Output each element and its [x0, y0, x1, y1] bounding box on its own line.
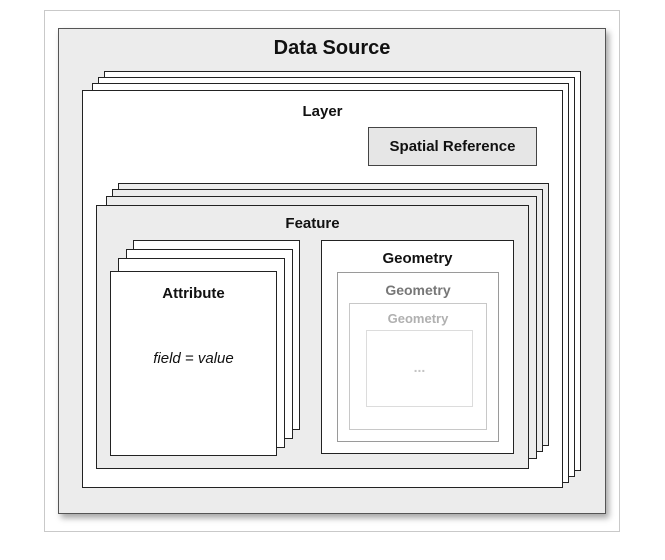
attribute-title: Attribute	[162, 285, 225, 302]
feature-title: Feature	[285, 215, 340, 232]
geometry-ellipsis: ...	[413, 359, 426, 375]
attribute-box: Attribute	[110, 271, 277, 456]
attribute-field-value: field = value	[153, 350, 234, 367]
geometry-title-2: Geometry	[385, 282, 451, 298]
layer-title: Layer	[302, 103, 343, 120]
geometry-title-1: Geometry	[382, 250, 453, 267]
data-source-title: Data Source	[273, 37, 391, 59]
geometry-nested-box-4: ...	[366, 330, 473, 407]
spatial-reference-box: Spatial Reference	[368, 127, 537, 166]
geometry-title-3: Geometry	[387, 311, 449, 326]
